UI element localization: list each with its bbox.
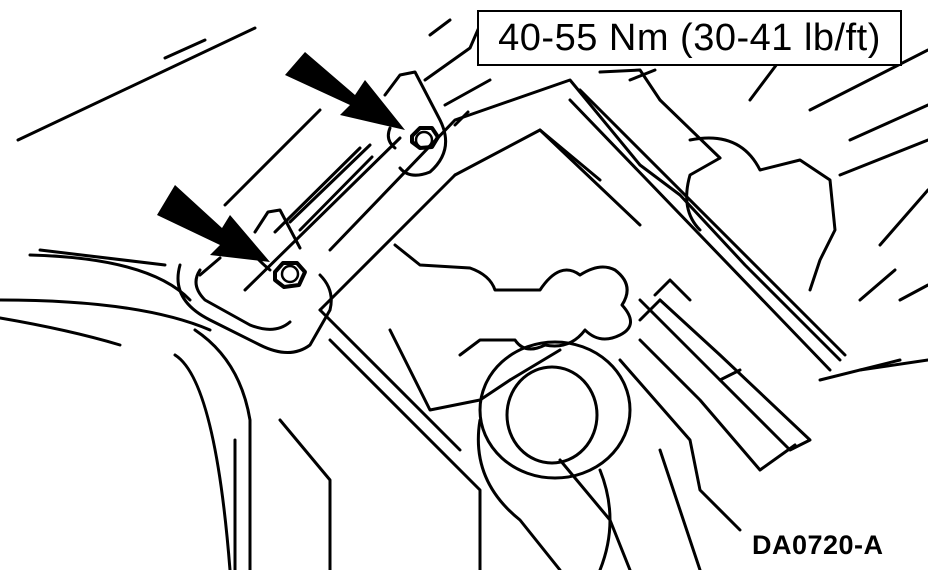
drawing-outlines [0, 18, 928, 570]
lower-bolt [273, 261, 307, 289]
lower-arrow-icon [157, 185, 270, 262]
figure-id: DA0720-A [752, 530, 884, 560]
upper-bolt [410, 126, 440, 150]
torque-spec-callout: 40-55 Nm (30-41 lb/ft) [477, 10, 902, 66]
torque-spec-text: 40-55 Nm (30-41 lb/ft) [498, 16, 881, 59]
upper-arrow-icon [285, 52, 405, 130]
